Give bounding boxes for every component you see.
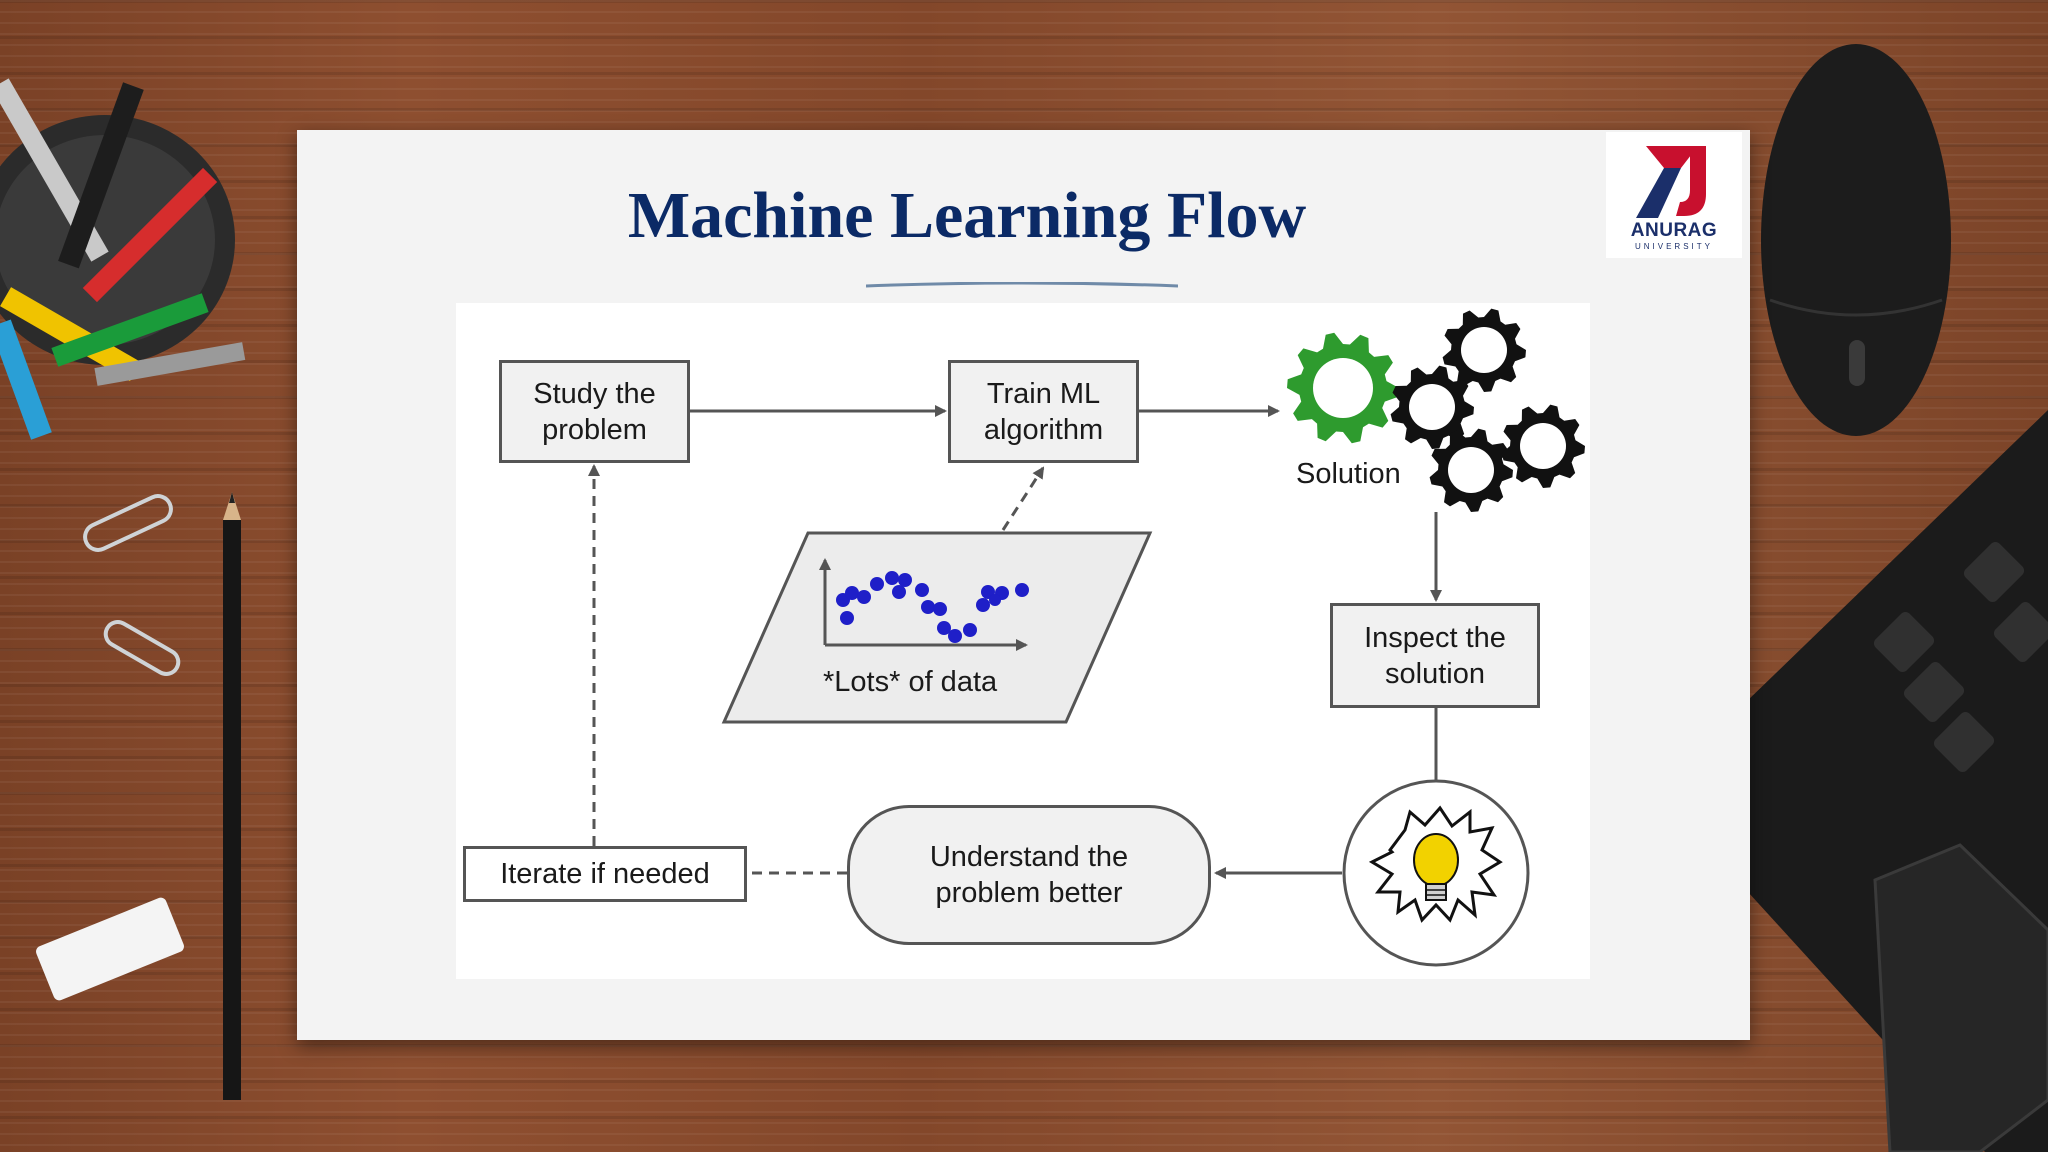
train-line-1: Train ML <box>986 377 1101 410</box>
train-algorithm-box: Train ML algorithm <box>948 360 1139 463</box>
gear-green-icon-hole <box>1313 358 1373 418</box>
gear-black-top-icon-hole <box>1461 327 1507 373</box>
inspect-solution-box: Inspect the solution <box>1330 603 1540 708</box>
university-logo: ANURAG UNIVERSITY <box>1606 132 1742 258</box>
data-label: *Lots* of data <box>823 666 998 698</box>
study-problem-box: Study the problem <box>499 360 690 463</box>
gear-black-mid-icon-hole <box>1409 384 1455 430</box>
data-parallelogram <box>721 531 1153 724</box>
gear-black-right-icon-hole <box>1520 423 1566 469</box>
iterate-box: Iterate if needed <box>463 846 747 902</box>
mouse <box>1761 44 1951 436</box>
understand-line-2: problem better <box>935 877 1123 909</box>
study-line-2: problem <box>542 413 647 446</box>
pencil <box>223 492 241 1100</box>
gear-icon <box>1287 308 1585 512</box>
logo-name: ANURAG <box>1630 220 1718 241</box>
eraser <box>36 897 184 1001</box>
study-line-1: Study the <box>533 377 656 410</box>
scatter-plot-icon <box>819 558 1029 651</box>
inspect-line-1: Inspect the <box>1364 621 1506 654</box>
arrow-data-to-train <box>1001 466 1045 531</box>
lightbulb-icon <box>1342 779 1530 967</box>
title-underline <box>866 282 1178 288</box>
understand-line-1: Understand the <box>929 841 1129 873</box>
pen-cup <box>0 78 246 440</box>
paper-clips <box>83 494 181 676</box>
logo-subtitle: UNIVERSITY <box>1634 242 1713 251</box>
logo-mark-icon <box>1636 146 1706 218</box>
inspect-line-2: solution <box>1385 657 1485 690</box>
understand-problem-box: Understand the problem better <box>847 805 1211 945</box>
iterate-label: Iterate if needed <box>500 858 710 890</box>
train-line-2: algorithm <box>983 413 1104 446</box>
laptop <box>1655 410 2048 1152</box>
solution-label: Solution <box>1296 458 1401 490</box>
gear-black-bottom-icon-hole <box>1448 447 1494 493</box>
page-title: Machine Learning Flow <box>627 179 1307 252</box>
